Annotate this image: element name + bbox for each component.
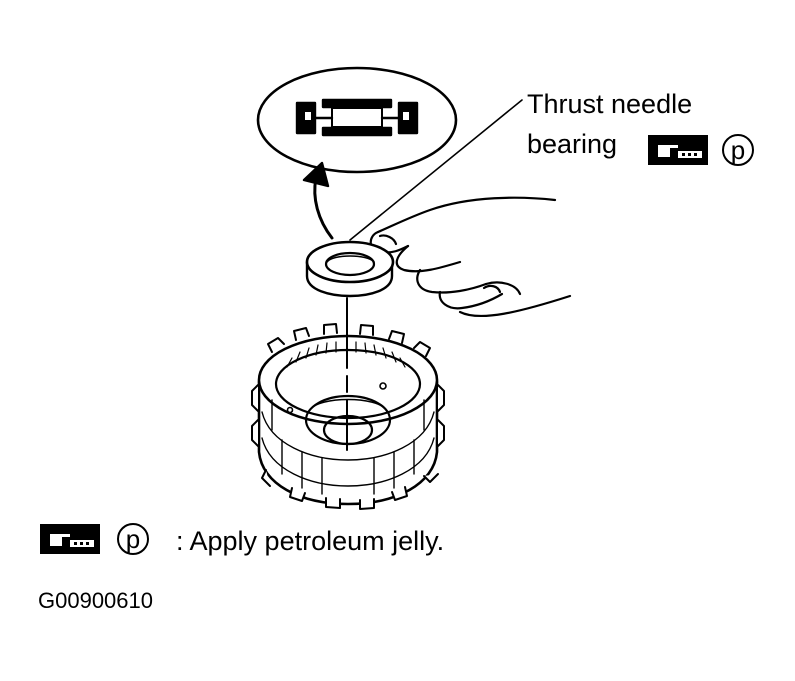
grease-gun-icon xyxy=(648,135,708,165)
grease-gun-icon xyxy=(40,524,100,554)
legend-text: : Apply petroleum jelly. xyxy=(176,526,445,556)
callout-label-line1: Thrust needle xyxy=(527,89,693,119)
clutch-drum-gear xyxy=(251,323,445,510)
callout-leader-line xyxy=(349,99,523,241)
thrust-needle-bearing xyxy=(305,240,395,298)
bearing-cross-section-detail xyxy=(256,66,458,174)
curved-arrow xyxy=(302,161,334,240)
circled-p-icon: p xyxy=(722,134,754,166)
circled-p-icon: p xyxy=(117,523,149,555)
hand-illustration xyxy=(369,196,572,318)
figure-id: G00900610 xyxy=(38,588,153,613)
callout-label-line2: bearing xyxy=(527,129,618,159)
